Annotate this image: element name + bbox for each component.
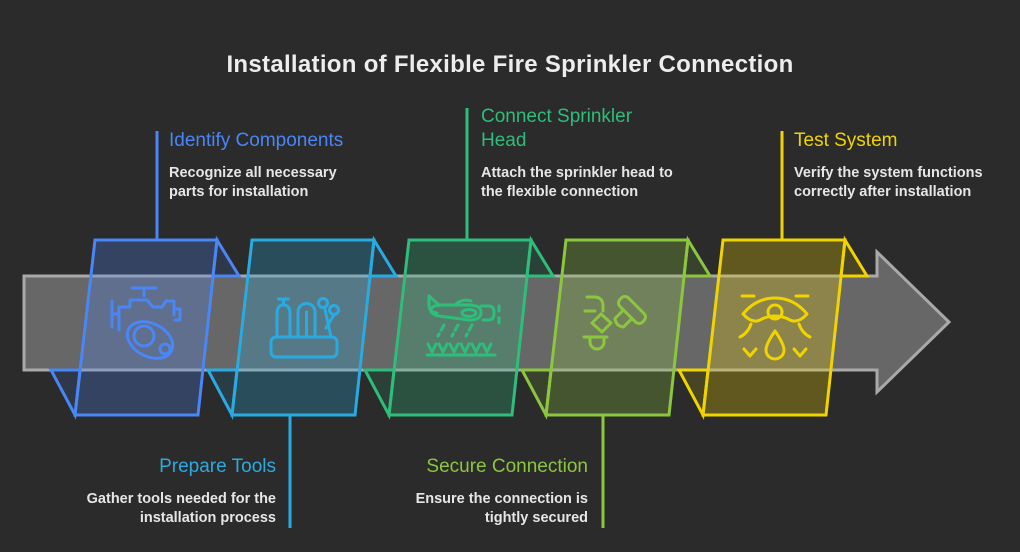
step-5-title: Test System bbox=[794, 130, 898, 151]
step-2-shape bbox=[205, 235, 399, 528]
sprayer-plane-icon bbox=[425, 294, 501, 357]
step-2-title: Prepare Tools bbox=[159, 456, 276, 477]
sprinkler-drop-icon bbox=[738, 294, 812, 361]
step-2-description: Gather tools needed for the installation… bbox=[86, 490, 276, 527]
hammer-joint-icon bbox=[582, 295, 647, 351]
step-4-card bbox=[544, 238, 690, 417]
step-3-description: Attach the sprinkler head to the flexibl… bbox=[481, 164, 673, 201]
step-5-label: Test System Verify the system functions … bbox=[794, 129, 999, 203]
step-5-description: Verify the system functions correctly af… bbox=[794, 164, 983, 201]
step-4-title: Secure Connection bbox=[426, 456, 588, 477]
pipe-valve-assembly-icon bbox=[110, 286, 182, 360]
step-1-shape bbox=[48, 131, 242, 420]
step-3-label: Connect Sprinkler Head Attach the sprink… bbox=[481, 105, 686, 202]
step-3-shape bbox=[362, 108, 556, 420]
page-title: Installation of Flexible Fire Sprinkler … bbox=[226, 51, 794, 78]
tool-holder-icon bbox=[269, 297, 340, 359]
step-1-description: Recognize all necessary parts for instal… bbox=[169, 164, 337, 201]
step-1-label: Identify Components Recognize all necess… bbox=[169, 129, 369, 203]
step-5-card bbox=[701, 238, 847, 417]
step-2-card bbox=[230, 238, 376, 417]
step-3-title: Connect Sprinkler Head bbox=[481, 106, 633, 151]
step-4-label: Secure Connection Ensure the connection … bbox=[388, 455, 588, 529]
step-1-title: Identify Components bbox=[169, 130, 344, 151]
step-2-label: Prepare Tools Gather tools needed for th… bbox=[46, 455, 276, 529]
step-3-card bbox=[387, 238, 533, 417]
step-4-description: Ensure the connection is tightly secured bbox=[415, 490, 588, 527]
step-5-shape bbox=[676, 131, 870, 420]
step-4-shape bbox=[519, 235, 713, 528]
